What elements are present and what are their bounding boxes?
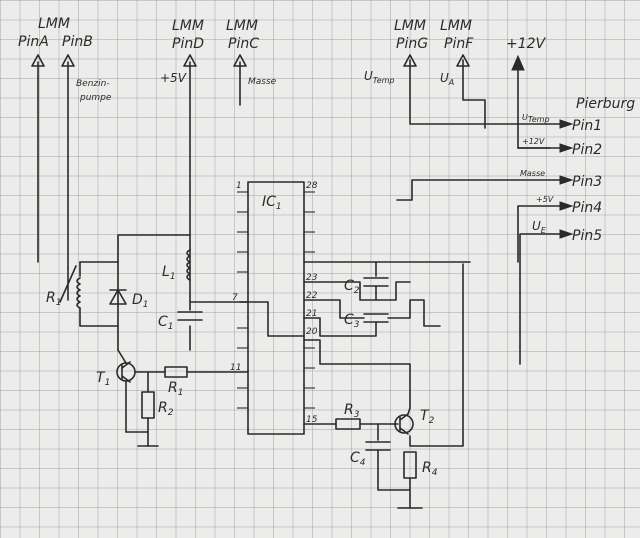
pin-b-label: PinB — [62, 34, 93, 50]
lmm-pin-f-arrow — [456, 54, 486, 129]
plus-12v-arrow — [511, 54, 551, 149]
plus5v-label: +5V — [160, 71, 187, 85]
pierburg-output-wires — [396, 119, 574, 365]
capacitor-c3 — [303, 299, 441, 337]
l1-label: L1 — [162, 264, 176, 282]
c1-label: C1 — [158, 314, 174, 332]
r3-label: R3 — [344, 402, 360, 420]
r1-label: R1 — [168, 380, 183, 398]
ic-pin7-label: 7 — [232, 293, 238, 303]
capacitor-c2 — [303, 261, 471, 301]
c2-label: C2 — [344, 278, 360, 296]
resistor-r2 — [125, 371, 159, 447]
lmm-pin-a-arrow — [31, 54, 45, 263]
ic-pin20-label: 20 — [306, 327, 318, 337]
pierburg-pin1: Pin1 — [572, 118, 602, 134]
ic-pin15-label: 15 — [306, 415, 318, 425]
resistor-r1 — [164, 366, 249, 378]
capacitor-c4 — [365, 423, 423, 509]
pin-c-label: PinC — [228, 36, 259, 52]
benzinpumpe-label-2: pumpe — [79, 93, 112, 103]
ic-to-t2-wiring — [303, 339, 411, 425]
lmm-label-f: LMM — [440, 18, 472, 34]
pin-f-label: PinF — [444, 36, 474, 52]
c4-label: C4 — [350, 450, 366, 468]
wire-masse-label: Masse — [520, 169, 545, 178]
wire-utemp-label: UTemp — [522, 113, 550, 124]
t2-label: T2 — [420, 408, 435, 426]
lmm-pin-c-arrow — [233, 54, 247, 106]
d1-label: D1 — [132, 292, 149, 310]
masse-label: Masse — [248, 77, 277, 87]
c3-label: C3 — [344, 312, 360, 330]
u-temp-label: UTemp — [364, 69, 395, 85]
lmm-label-c: LMM — [226, 18, 258, 34]
benzinpumpe-label-1: Benzin- — [76, 79, 110, 89]
t1-label: T1 — [96, 370, 110, 388]
pin-g-label: PinG — [396, 36, 428, 52]
lmm-label-d: LMM — [172, 18, 204, 34]
plus12v-label: +12V — [506, 36, 547, 52]
pierburg-pin5: Pin5 — [572, 228, 602, 244]
lmm-pin-g-arrow — [403, 54, 471, 125]
supply-wiring — [117, 234, 305, 351]
pin-a-label: PinA — [18, 34, 49, 50]
pierburg-label: Pierburg — [576, 96, 635, 112]
ic-pin1-label: 1 — [236, 181, 242, 191]
r4-label: R4 — [422, 460, 438, 478]
ic-pin21-label: 21 — [306, 309, 317, 319]
ic-pin23-label: 23 — [306, 273, 318, 283]
ic1-chip — [237, 181, 315, 435]
pierburg-pin3: Pin3 — [572, 174, 602, 190]
lmm-label-a: LMM — [38, 16, 70, 32]
relay-r1 — [59, 261, 119, 327]
wire-ue-label: UE — [532, 219, 547, 235]
diode-d1 — [109, 261, 127, 351]
pin-d-label: PinD — [172, 36, 204, 52]
transistor-t2 — [394, 263, 464, 447]
wire-5v-label: +5V — [536, 195, 554, 204]
lmm-pin-b-arrow — [61, 54, 75, 269]
wire-12v-label: +12V — [522, 137, 545, 146]
r2-label: R2 — [158, 400, 174, 418]
lmm-pin-d-arrow — [183, 54, 197, 249]
lmm-label-g: LMM — [394, 18, 426, 34]
u-a-label: UA — [440, 71, 454, 87]
pierburg-pin4: Pin4 — [572, 200, 602, 216]
ic1-label: IC1 — [262, 194, 282, 212]
inductor-l1 — [186, 249, 191, 281]
relay-r1-label: R1 — [46, 290, 61, 308]
transistor-t1 — [116, 349, 166, 433]
capacitor-c1 — [177, 311, 203, 321]
ic-pin22-label: 22 — [306, 291, 318, 301]
resistor-r3 — [335, 418, 399, 430]
ic-pin11-label: 11 — [230, 363, 241, 373]
pierburg-pin2: Pin2 — [572, 142, 602, 158]
ic-pin28-label: 28 — [306, 181, 318, 191]
resistor-r4 — [403, 451, 417, 491]
